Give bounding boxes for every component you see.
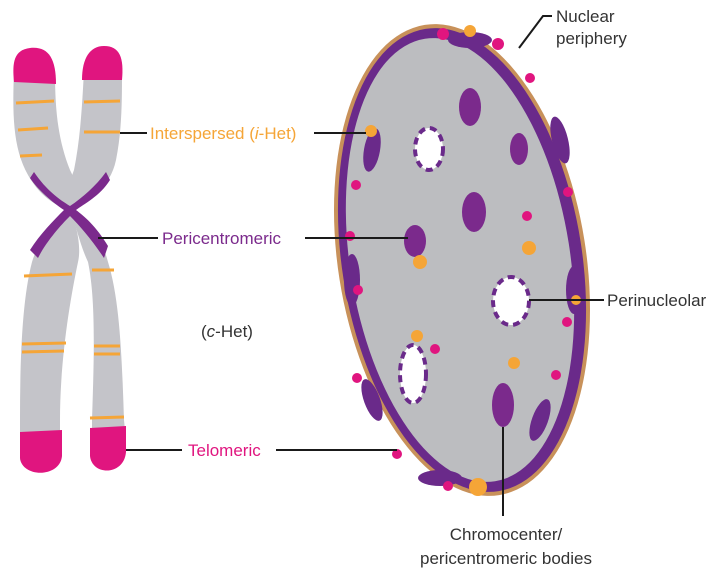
- lobe: [566, 266, 582, 314]
- telomere-bottom-left: [20, 430, 62, 473]
- focus: [352, 373, 362, 383]
- focus: [464, 25, 476, 37]
- focus: [365, 125, 377, 137]
- focus: [351, 180, 361, 190]
- focus: [551, 370, 561, 380]
- band: [22, 343, 66, 344]
- lobe: [344, 254, 360, 306]
- band: [24, 274, 72, 276]
- chromosome: [13, 46, 126, 473]
- telomere-top-left: [13, 48, 56, 84]
- nucleolus: [400, 345, 426, 403]
- focus: [562, 317, 572, 327]
- leader-nuclear-periphery: [519, 16, 552, 48]
- chromocenter: [510, 133, 528, 165]
- focus: [492, 38, 504, 50]
- focus: [353, 285, 363, 295]
- focus: [411, 330, 423, 342]
- focus: [508, 357, 520, 369]
- label-perinucleolar: Perinucleolar: [607, 291, 707, 310]
- chromocenter: [462, 192, 486, 232]
- telomere-top-right: [82, 46, 122, 80]
- nucleolus: [415, 128, 443, 170]
- label-interspersed: Interspersed (i-Het): [150, 124, 296, 143]
- chromatid-left: [13, 72, 79, 469]
- label-nuclear-periphery-line1: Nuclear: [556, 7, 615, 26]
- focus: [443, 481, 453, 491]
- band: [22, 351, 64, 352]
- band: [16, 101, 54, 103]
- focus: [430, 344, 440, 354]
- focus: [437, 28, 449, 40]
- focus: [525, 73, 535, 83]
- chromocenter: [492, 383, 514, 427]
- focus: [522, 211, 532, 221]
- focus: [563, 187, 573, 197]
- label-c-het: (c-Het): [201, 322, 253, 341]
- band: [84, 101, 120, 102]
- label-telomeric: Telomeric: [188, 441, 261, 460]
- chromocenter: [459, 88, 481, 126]
- telomere-bottom-right: [90, 426, 126, 471]
- nucleus: [302, 6, 621, 515]
- focus: [469, 478, 487, 496]
- band: [20, 155, 42, 156]
- label-pericentromeric: Pericentromeric: [162, 229, 282, 248]
- label-chromocenter-line2: pericentromeric bodies: [420, 549, 592, 568]
- focus: [522, 241, 536, 255]
- chromocenter: [404, 225, 426, 257]
- nucleolus: [493, 277, 529, 325]
- focus: [413, 255, 427, 269]
- band: [90, 417, 124, 418]
- lobe: [418, 470, 462, 486]
- label-nuclear-periphery-line2: periphery: [556, 29, 627, 48]
- band: [18, 128, 48, 130]
- label-chromocenter-line1: Chromocenter/: [450, 525, 563, 544]
- focus: [345, 231, 355, 241]
